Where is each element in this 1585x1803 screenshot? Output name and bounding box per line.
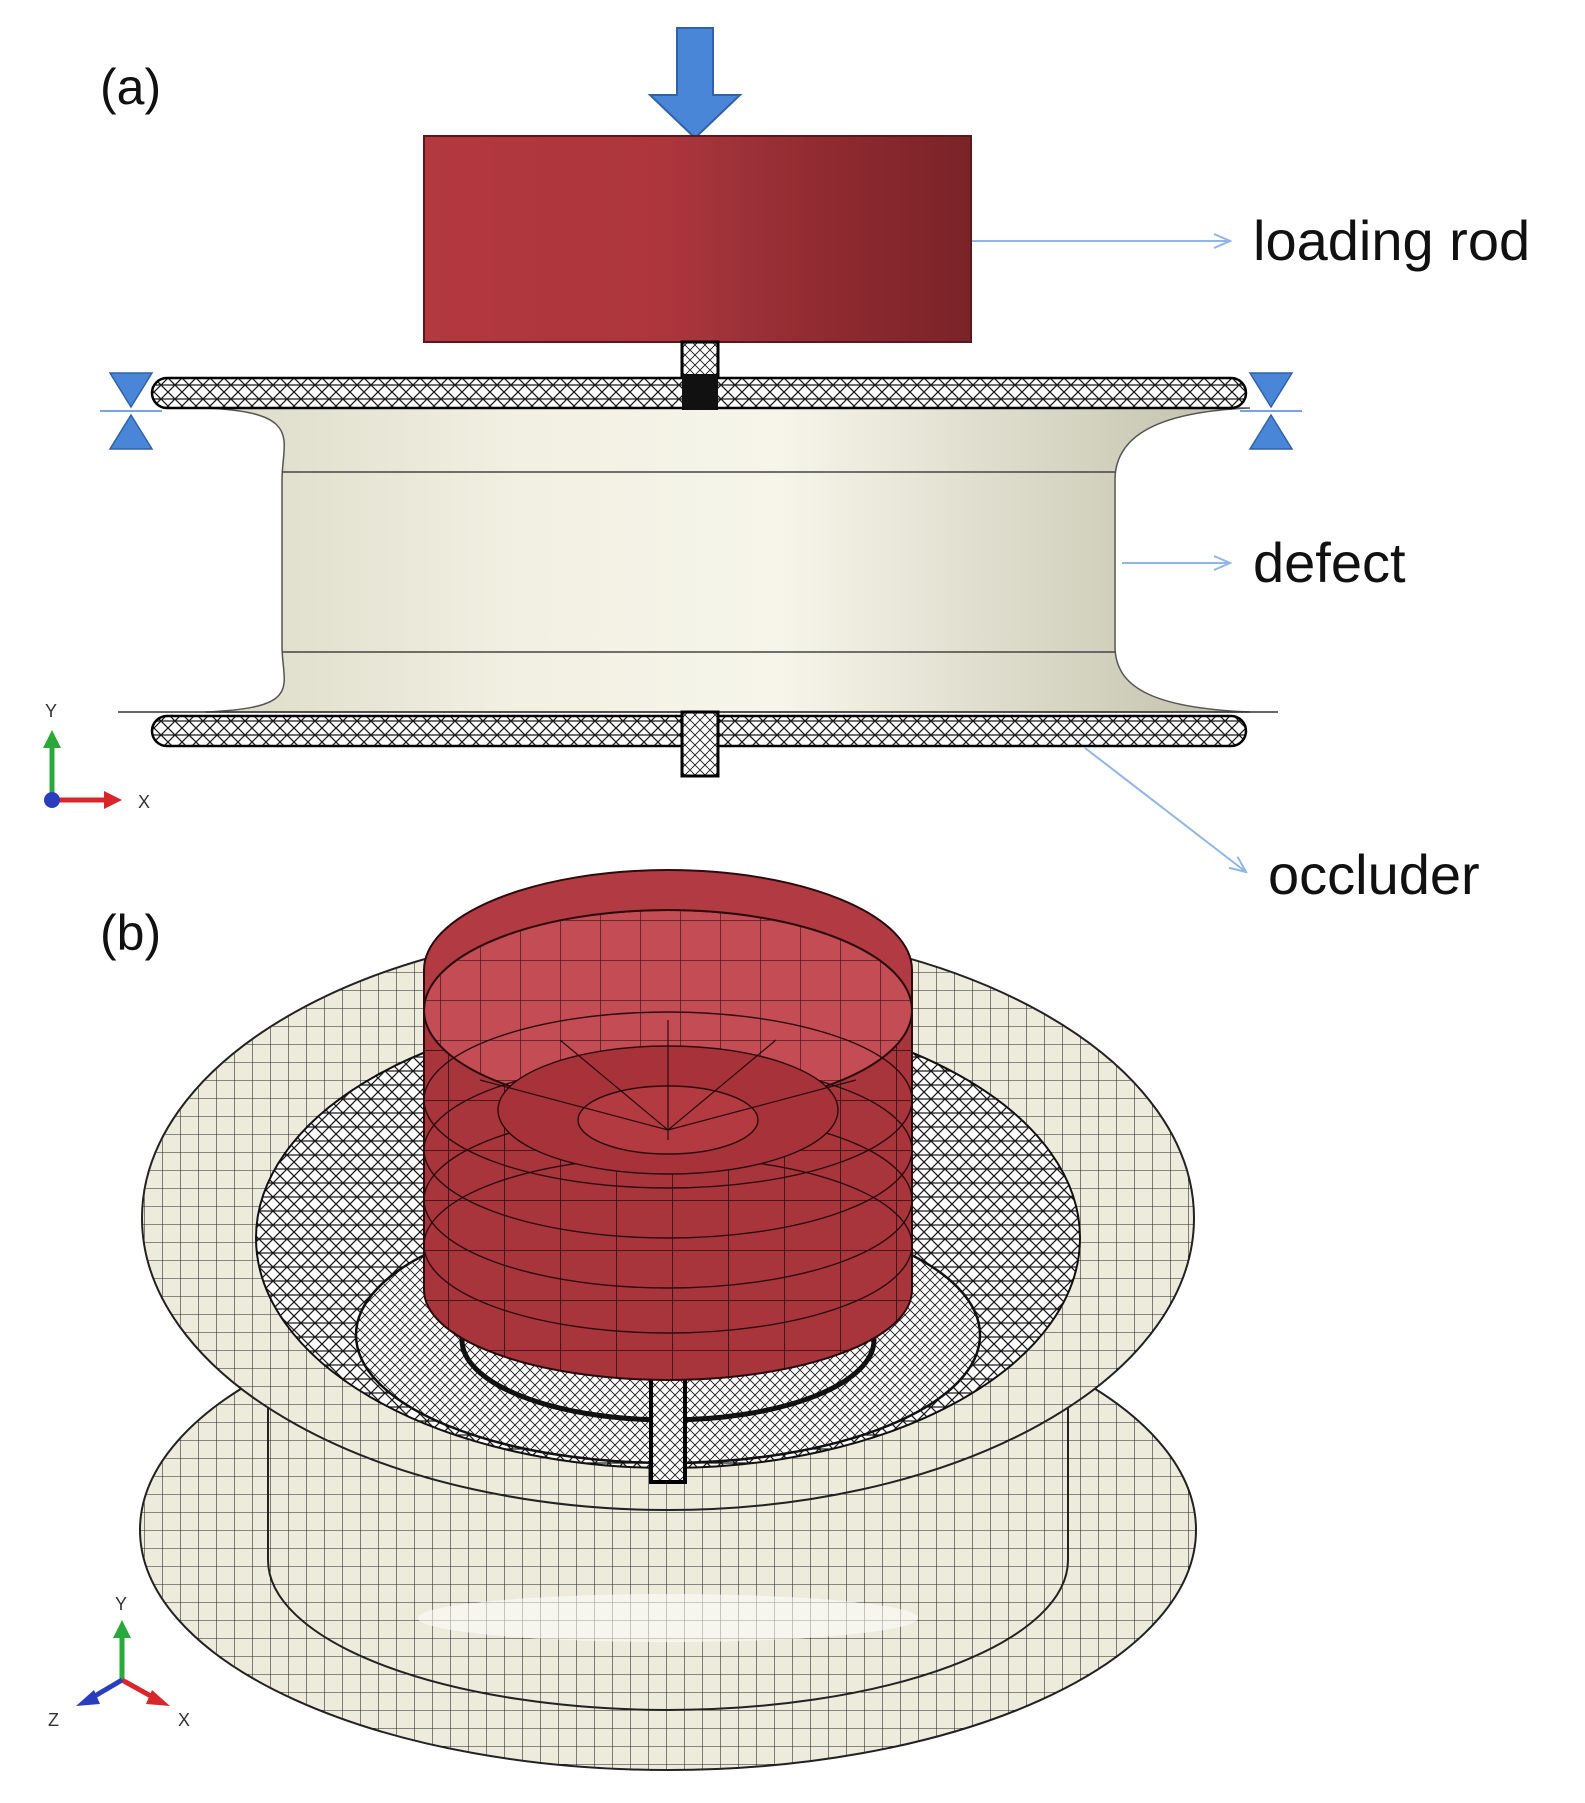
occluder-label: occluder — [1268, 843, 1480, 906]
triad-b-y-label: Y — [115, 1594, 127, 1614]
triad-b-z-label: Z — [48, 1710, 59, 1730]
axis-triad-icon: Y X — [43, 701, 150, 812]
axis-triad-icon: Y X Z — [48, 1594, 190, 1730]
occluder-leader — [1084, 747, 1246, 872]
occluder-hub-upper-inner — [682, 374, 718, 410]
loading-rod — [423, 135, 972, 343]
panel-label-a: (a) — [100, 59, 162, 115]
panel-label-b: (b) — [100, 905, 162, 961]
boundary-condition-icon — [100, 372, 162, 450]
load-arrow-icon — [647, 27, 743, 140]
boundary-condition-icon — [1240, 372, 1302, 450]
defect-body — [204, 407, 1251, 713]
loading-rod-3d — [423, 869, 913, 1381]
defect-label: defect — [1253, 531, 1406, 594]
triad-a-x-label: X — [138, 792, 150, 812]
triad-a-y-label: Y — [45, 701, 57, 721]
defect-wall-highlight — [418, 1594, 918, 1642]
loading-rod-label: loading rod — [1253, 209, 1531, 272]
occluder-hub-lower — [680, 710, 720, 778]
triad-b-x-label: X — [178, 1710, 190, 1730]
